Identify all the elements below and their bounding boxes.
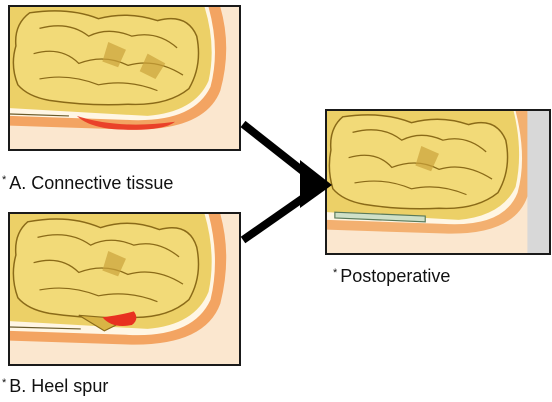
arrow-right-icon	[243, 124, 309, 176]
footnote-marker: *	[2, 174, 6, 186]
label-text: Postoperative	[340, 266, 450, 286]
label-connective-tissue: *A. Connective tissue	[2, 173, 173, 194]
arrow-right-icon	[243, 194, 309, 240]
illustration-heel-spur	[8, 212, 241, 366]
illustration-postoperative	[325, 109, 551, 255]
footnote-marker: *	[2, 377, 6, 389]
footnote-marker: *	[333, 267, 337, 279]
label-heel-spur: *B. Heel spur	[2, 376, 108, 397]
illustration-connective-tissue	[8, 5, 241, 151]
label-text: A. Connective tissue	[9, 173, 173, 193]
label-postoperative: *Postoperative	[333, 266, 450, 287]
label-text: B. Heel spur	[9, 376, 108, 396]
